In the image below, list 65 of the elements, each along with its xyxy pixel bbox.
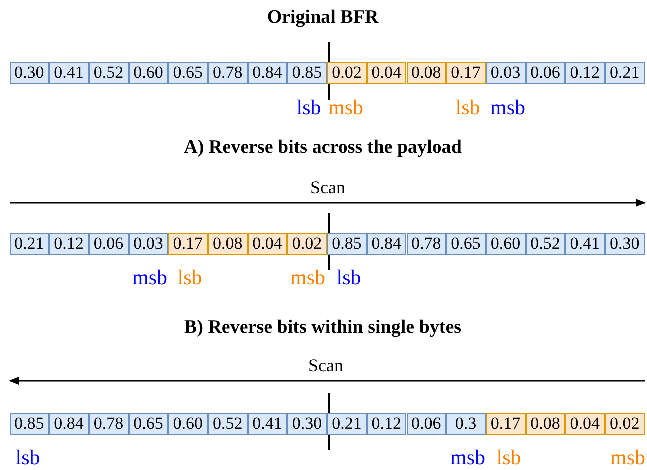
bit-label: msb — [132, 266, 168, 290]
value-cell: 0.04 — [366, 62, 406, 84]
value-cell: 0.84 — [366, 233, 406, 255]
bit-label: msb — [490, 96, 526, 120]
value-cell: 0.52 — [208, 413, 248, 435]
value-cell: 0.02 — [287, 233, 328, 255]
value-cell: 0.41 — [49, 62, 89, 84]
value-cell: 0.30 — [10, 62, 50, 84]
value-cell: 0.17 — [168, 233, 208, 255]
value-cell: 0.12 — [366, 413, 406, 435]
value-cell: 0.17 — [486, 413, 526, 435]
value-cell: 0.84 — [248, 62, 288, 84]
value-cell: 0.06 — [526, 62, 566, 84]
value-cell: 0.12 — [49, 233, 89, 255]
value-cell: 0.06 — [406, 413, 446, 435]
value-cell: 0.85 — [327, 233, 367, 255]
value-cell: 0.30 — [287, 413, 328, 435]
value-cell: 0.60 — [168, 413, 208, 435]
value-cell: 0.03 — [486, 62, 526, 84]
value-cell: 0.65 — [168, 62, 208, 84]
arrow-label: Scan — [308, 356, 344, 376]
heading: B) Reverse bits within single bytes — [184, 317, 462, 339]
value-cell: 0.21 — [605, 62, 645, 84]
value-cell: 0.78 — [208, 62, 248, 84]
value-cell: 0.60 — [486, 233, 526, 255]
heading: Original BFR — [267, 7, 379, 29]
bit-label: lsb — [336, 266, 362, 290]
value-cell: 0.03 — [128, 233, 168, 255]
value-cell: 0.78 — [88, 413, 129, 435]
bit-label: lsb — [296, 96, 322, 120]
value-cell: 0.52 — [88, 62, 129, 84]
value-cell: 0.17 — [446, 62, 486, 84]
value-cell: 0.08 — [208, 233, 248, 255]
value-cell: 0.08 — [406, 62, 446, 84]
value-cell: 0.08 — [526, 413, 566, 435]
value-cell: 0.41 — [565, 233, 605, 255]
value-cell: 0.78 — [406, 233, 446, 255]
bit-label: msb — [290, 266, 326, 290]
bit-label: msb — [450, 446, 486, 470]
value-cell: 0.02 — [605, 413, 645, 435]
value-cell: 0.3 — [446, 413, 486, 435]
value-cell: 0.21 — [10, 233, 50, 255]
value-cell: 0.65 — [128, 413, 168, 435]
value-cell: 0.04 — [565, 413, 605, 435]
bit-label: msb — [610, 446, 646, 470]
value-cell: 0.06 — [88, 233, 129, 255]
bit-label: msb — [328, 96, 364, 120]
bit-label: lsb — [16, 446, 40, 470]
value-cell: 0.12 — [565, 62, 605, 84]
value-cell: 0.04 — [248, 233, 288, 255]
value-cell: 0.65 — [446, 233, 486, 255]
bit-label: lsb — [456, 96, 480, 120]
heading: A) Reverse bits across the payload — [184, 137, 462, 159]
value-cell: 0.84 — [49, 413, 89, 435]
value-cell: 0.02 — [327, 62, 367, 84]
bit-label: lsb — [496, 446, 522, 470]
value-cell: 0.60 — [128, 62, 168, 84]
value-cell: 0.41 — [248, 413, 288, 435]
value-cell: 0.52 — [526, 233, 566, 255]
bit-label: lsb — [178, 266, 202, 290]
value-cell: 0.30 — [605, 233, 645, 255]
value-cell: 0.21 — [327, 413, 367, 435]
arrow-label: Scan — [310, 178, 346, 198]
value-cell: 0.85 — [10, 413, 50, 435]
value-cell: 0.85 — [287, 62, 328, 84]
